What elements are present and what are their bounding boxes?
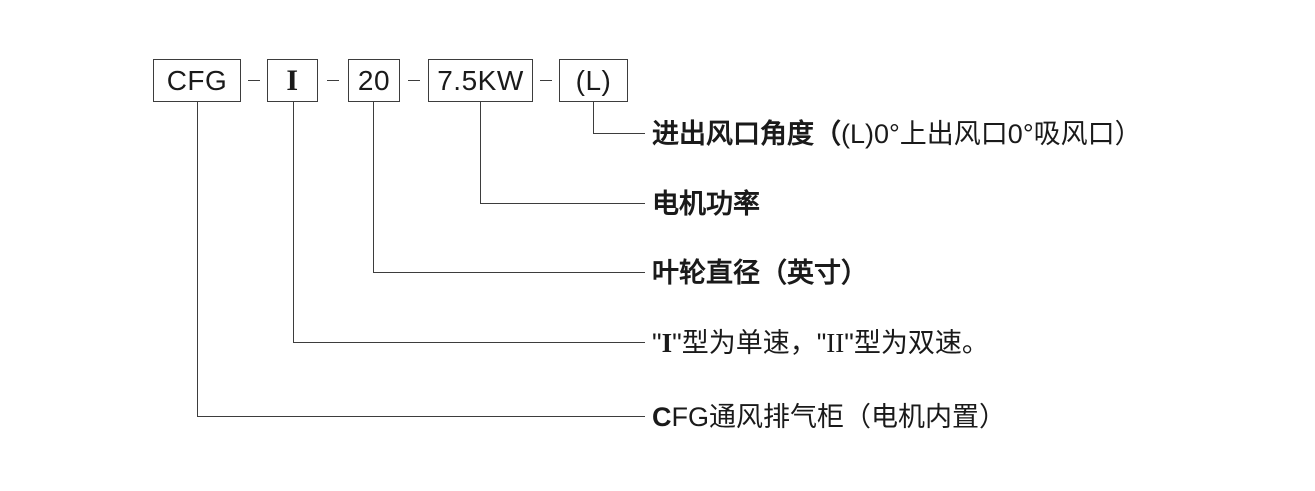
callout-text-segment: 电机功率: [652, 189, 760, 219]
callout-label-outlet-angle-note: 进出风口角度（(L)0°上出风口0°吸风口）: [652, 115, 1142, 153]
callout-label-impeller-diameter-note: 叶轮直径（英寸）: [652, 254, 868, 292]
callout-line-motor-power-note: [480, 102, 645, 204]
separator-dash: [248, 80, 260, 81]
separator-dash: [327, 80, 339, 81]
callout-text-segment: 叶轮直径（英寸）: [652, 258, 868, 288]
callout-text-segment: "型为双速。: [844, 328, 989, 358]
callout-text-segment: II: [826, 328, 845, 358]
impeller-diameter-box: 20: [348, 59, 400, 102]
motor-power-box: 7.5KW: [428, 59, 533, 102]
callout-line-impeller-diameter-note: [373, 102, 645, 273]
series-code-box: CFG: [153, 59, 241, 102]
separator-dash: [408, 80, 420, 81]
callout-text-segment: ": [652, 328, 662, 358]
callout-label-motor-power-note: 电机功率: [652, 185, 760, 223]
type-code-box: I: [267, 59, 318, 102]
callout-text-segment: 进出风口角度（: [652, 119, 841, 149]
callout-label-speed-type-note: "I"型为单速，"II"型为双速。: [652, 324, 989, 362]
callout-text-segment: C: [652, 402, 672, 432]
callout-line-speed-type-note: [293, 102, 645, 343]
callout-text-segment: "型为单速，": [672, 328, 827, 358]
callout-line-product-series-note: [197, 102, 645, 417]
outlet-angle-box: (L): [559, 59, 628, 102]
callout-text-segment: I: [661, 328, 673, 358]
callout-text-segment: FG通风排气柜（电机内置）: [671, 402, 1007, 432]
callout-text-segment: (L)0°上出风口0°吸风口）: [841, 119, 1142, 149]
callout-line-outlet-angle-note: [593, 102, 645, 134]
separator-dash: [540, 80, 552, 81]
callout-label-product-series-note: CFG通风排气柜（电机内置）: [652, 398, 1006, 436]
